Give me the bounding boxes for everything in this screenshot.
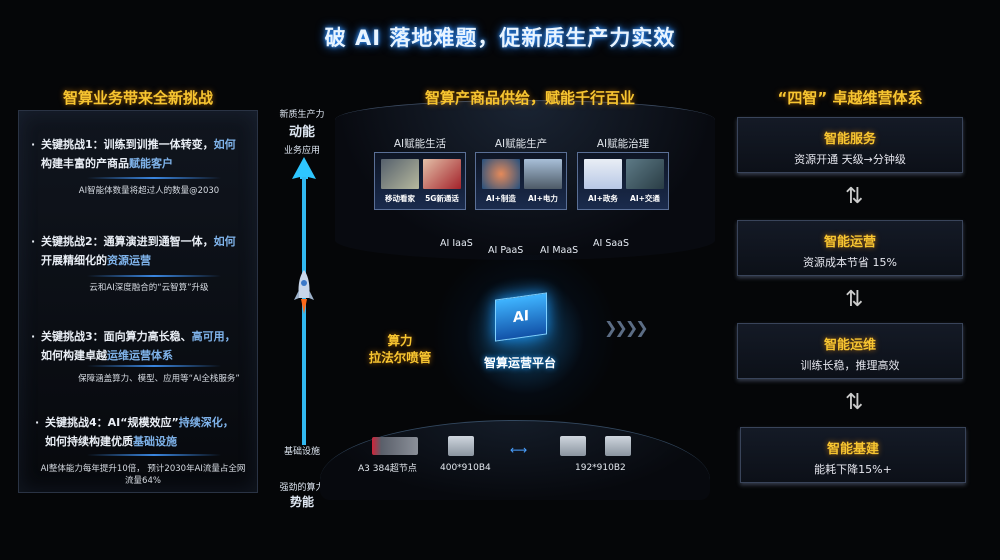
layer-label: AI MaaS — [540, 245, 579, 256]
challenge-text: 关键挑战2：通算演进到通智一体， — [41, 235, 214, 248]
server-icon — [448, 436, 474, 456]
challenge-note: AI智能体数量将超过人的数量@2030 — [78, 186, 220, 196]
server-icon — [560, 436, 586, 456]
box-title: 智能运营 — [823, 235, 876, 250]
divider — [87, 365, 221, 367]
item-label: 5G新通话 — [425, 194, 459, 203]
challenge-2: ·关键挑战2：通算演进到通智一体，如何开展精细化的资源运营 — [31, 235, 236, 267]
group-label: AI赋能治理 — [596, 138, 650, 150]
box-smart-operation: 智能运营资源成本节省 15% — [737, 220, 963, 276]
page-title: 破 AI 落地难题，促新质生产力实效 — [324, 26, 676, 50]
challenge-highlight: 基础设施 — [133, 435, 177, 448]
challenge-highlight: 运维运营体系 — [107, 349, 173, 362]
axis-label: 基础设施 — [283, 447, 320, 457]
axis-label: 动能 — [288, 125, 315, 140]
challenge-note: AI整体能力每年提升10倍， 预计2030年AI流量占全网流量64% — [40, 464, 246, 486]
server-icon — [605, 436, 631, 456]
challenge-highlight: 资源运营 — [107, 254, 151, 267]
challenge-text: 构建丰富的产商品 — [41, 157, 129, 170]
item-label: AI+电力 — [528, 194, 558, 203]
box-title: 智能运维 — [823, 338, 876, 353]
box-title: 智能服务 — [823, 132, 876, 147]
axis-label: 强劲的算力 — [279, 483, 325, 493]
challenge-text: 关键挑战3：面向算力高长稳、 — [41, 330, 192, 343]
image-thumbnail — [626, 159, 664, 189]
card-ai-life[interactable]: 移动看家 5G新通话 — [374, 152, 466, 210]
challenge-note: 保障涵盖算力、模型、应用等“AI全栈服务” — [78, 374, 240, 384]
item-label: AI+政务 — [588, 194, 618, 203]
challenge-text: 如何构建卓越 — [41, 349, 107, 362]
infra-label: 400*910B4 — [440, 463, 491, 473]
challenge-4: ·关键挑战4：AI“规模效应”持续深化，如何持续构建优质基础设施 — [35, 416, 234, 448]
image-thumbnail — [482, 159, 520, 189]
layer-label: AI SaaS — [593, 238, 630, 249]
infrastructure-dome — [320, 420, 710, 500]
challenge-text: 关键挑战4：AI“规模效应” — [45, 416, 179, 429]
center-heading: 智算产商品供给，赋能千行百业 — [424, 89, 635, 107]
image-thumbnail — [423, 159, 461, 189]
group-label: AI赋能生产 — [494, 138, 548, 150]
card-ai-governance[interactable]: AI+政务 AI+交通 — [577, 152, 669, 210]
box-title: 智能基建 — [826, 442, 879, 457]
up-down-arrows-icon: ⇅ — [845, 184, 864, 209]
box-smart-maintenance: 智能运维训练长稳，推理高效 — [737, 323, 963, 379]
challenge-highlight: 持续深化， — [178, 416, 234, 429]
box-smart-infrastructure: 智能基建能耗下降15%+ — [740, 427, 966, 483]
item-label: AI+制造 — [486, 194, 516, 203]
supernode-rack-icon — [372, 437, 418, 455]
challenge-highlight: 如何 — [213, 138, 236, 151]
challenge-3: ·关键挑战3：面向算力高长稳、高可用，如何构建卓越运维运营体系 — [31, 330, 236, 362]
challenge-text: 关键挑战1：训练到训推一体转变， — [41, 138, 214, 151]
challenge-1: ·关键挑战1：训练到训推一体转变，如何构建丰富的产商品赋能客户 — [31, 138, 236, 170]
layer-label: AI IaaS — [440, 238, 473, 249]
axis-label: 势能 — [289, 495, 314, 509]
infra-label: A3 384超节点 — [358, 464, 417, 474]
nozzle-label-2: 拉法尔喷管 — [368, 350, 432, 365]
bidirectional-arrow-icon: ⟷ — [510, 443, 528, 457]
box-desc: 训练长稳，推理高效 — [800, 359, 900, 372]
group-label: AI赋能生活 — [393, 138, 447, 150]
ai-chip-icon: AI — [495, 292, 547, 342]
box-desc: 资源开通 天级→分钟级 — [794, 153, 906, 166]
chevrons-icon: ❯❯❯❯ — [604, 318, 649, 337]
card-ai-production[interactable]: AI+制造 AI+电力 — [475, 152, 567, 210]
challenge-text: 开展精细化的 — [41, 254, 107, 267]
axis-label: 新质生产力 — [279, 110, 325, 120]
image-thumbnail — [381, 159, 419, 189]
layer-label: AI PaaS — [488, 245, 524, 256]
box-smart-service: 智能服务资源开通 天级→分钟级 — [737, 117, 963, 173]
challenge-highlight: 如何 — [213, 235, 236, 248]
challenge-text: 如何持续构建优质 — [45, 435, 133, 448]
divider — [87, 454, 221, 456]
challenges-panel: ·关键挑战1：训练到训推一体转变，如何构建丰富的产商品赋能客户 AI智能体数量将… — [18, 110, 258, 493]
image-thumbnail — [524, 159, 562, 189]
image-thumbnail — [584, 159, 622, 189]
box-desc: 能耗下降15%+ — [814, 463, 892, 476]
nozzle-label-1: 算力 — [387, 333, 413, 348]
nozzle-label: 算力拉法尔喷管 — [360, 332, 440, 366]
up-down-arrows-icon: ⇅ — [845, 287, 864, 312]
item-label: AI+交通 — [630, 194, 660, 203]
up-down-arrows-icon: ⇅ — [845, 390, 864, 415]
divider — [87, 275, 221, 277]
challenge-highlight: 赋能客户 — [129, 157, 173, 170]
box-desc: 资源成本节省 15% — [803, 256, 897, 269]
divider — [87, 177, 221, 179]
challenge-note: 云和AI深度融合的“云智算”升级 — [89, 283, 209, 293]
infra-label: 192*910B2 — [575, 463, 626, 473]
right-heading: “四智” 卓越维营体系 — [777, 89, 923, 107]
axis-label: 业务应用 — [283, 146, 320, 156]
challenge-highlight: 高可用， — [191, 330, 236, 343]
rocket-icon — [292, 268, 316, 322]
item-label: 移动看家 — [385, 194, 415, 203]
platform-label[interactable]: 智算运营平台 — [483, 356, 556, 370]
left-heading: 智算业务带来全新挑战 — [62, 89, 213, 107]
